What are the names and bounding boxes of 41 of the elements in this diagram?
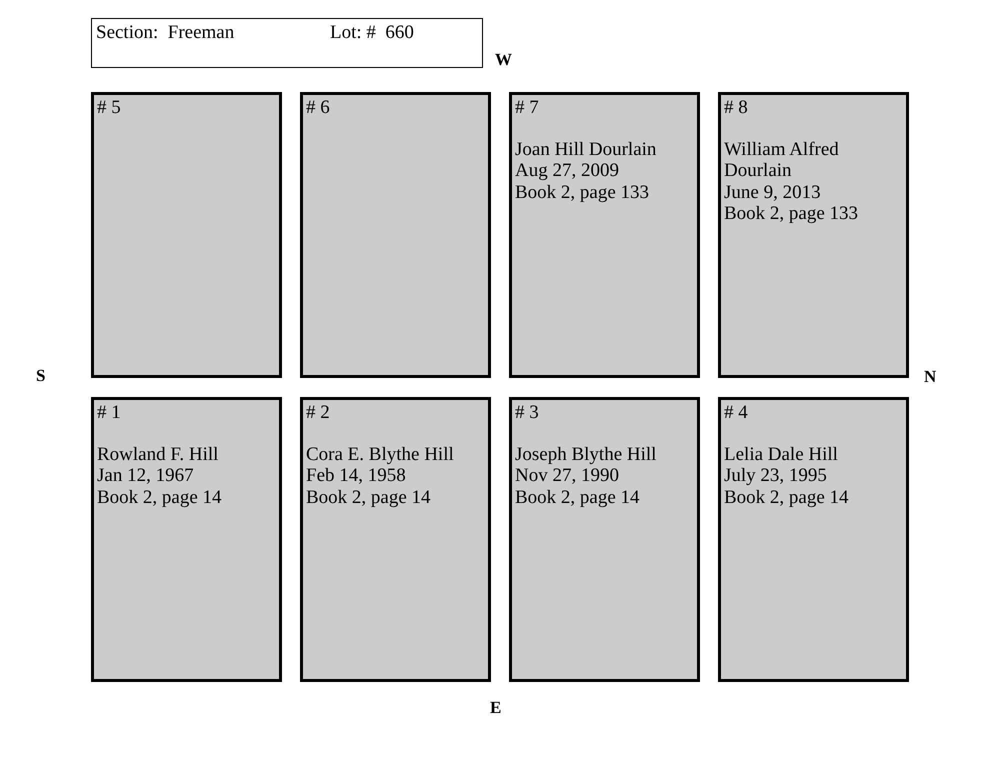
plot-number: # 1 [97, 402, 121, 424]
section-label: Section: Freeman [96, 22, 234, 44]
grave-plot [300, 397, 491, 682]
grave-plot [300, 92, 491, 378]
burial-date: Jan 12, 1967 [97, 465, 194, 486]
record-reference: Book 2, page 133 [724, 203, 858, 224]
plot-number: # 4 [724, 402, 748, 424]
record-reference: Book 2, page 14 [515, 486, 640, 508]
plot-number: # 7 [515, 97, 539, 118]
record-reference: Book 2, page 133 [515, 182, 650, 203]
grave-plot [509, 92, 700, 378]
burial-name: Joan Hill Dourlain [515, 138, 656, 160]
burial-date: July 23, 1995 [724, 465, 827, 486]
plot-number: # 2 [306, 402, 330, 424]
burial-date: Nov 27, 1990 [515, 465, 619, 486]
grave-plot [718, 92, 909, 378]
compass-letter: E [490, 698, 502, 718]
burial-name: Joseph Blythe Hill [515, 444, 656, 465]
plot-number: # 8 [724, 97, 748, 118]
lot-label: Lot: # 660 [330, 22, 414, 44]
grave-plot [91, 397, 282, 682]
header-box [91, 18, 483, 68]
plot-number: # 3 [515, 402, 539, 424]
record-reference: Book 2, page 14 [97, 486, 222, 508]
grave-plot [718, 397, 909, 682]
record-reference: Book 2, page 14 [306, 486, 431, 508]
burial-name: Lelia Dale Hill [724, 444, 838, 465]
plot-number: # 5 [97, 97, 121, 118]
burial-name: Cora E. Blythe Hill [306, 444, 454, 465]
burial-name: Rowland F. Hill [97, 444, 218, 465]
compass-letter: S [36, 366, 46, 386]
burial-date: Aug 27, 2009 [515, 160, 619, 182]
grave-plot [509, 397, 700, 682]
burial-date: Feb 14, 1958 [306, 465, 406, 486]
compass-letter: W [495, 50, 512, 70]
grave-plot [91, 92, 282, 378]
burial-date: June 9, 2013 [724, 182, 821, 203]
record-reference: Book 2, page 14 [724, 486, 849, 508]
burial-name: William Alfred Dourlain [724, 138, 840, 182]
plot-number: # 6 [306, 97, 330, 118]
compass-letter: N [924, 367, 936, 387]
